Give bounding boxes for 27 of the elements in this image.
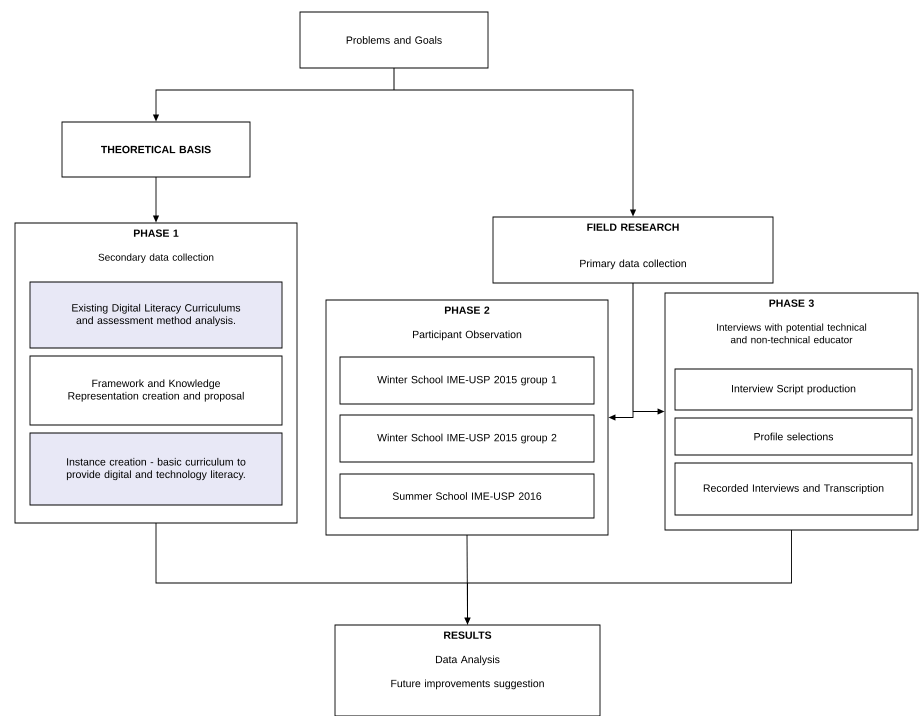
box-subtitle: Interviews with potential technical and non-technical educator	[717, 323, 866, 344]
box-subtitle: Secondary data collection	[98, 253, 214, 263]
box-heading: PHASE 2	[444, 306, 490, 314]
box-heading: PHASE 1	[134, 229, 178, 237]
process-box: Recorded Interviews and Transcription	[674, 462, 912, 516]
process-box: Problems and Goals	[300, 12, 488, 68]
box-heading: PHASE 3	[769, 299, 814, 307]
box-subtitle: Primary data collection	[580, 259, 686, 270]
process-box: Summer School IME-USP 2016	[340, 474, 594, 518]
box-subtitle: Participant Observation	[413, 330, 522, 340]
box-heading: FIELD RESEARCH	[587, 223, 679, 231]
phase-box	[14, 222, 298, 524]
process-box: Framework and Knowledge Representation creation and proposal	[30, 356, 282, 426]
box-subtitle: Data Analysis	[436, 655, 500, 666]
box-heading: RESULTS	[444, 631, 492, 639]
process-box: THEORETICAL BASIS	[62, 122, 250, 178]
process-box: Profile selections	[674, 418, 912, 456]
phase-box	[664, 292, 918, 530]
phase-box	[326, 300, 608, 536]
box-subtitle: Future improvements suggestion	[391, 679, 544, 690]
process-box	[492, 216, 774, 284]
process-box: Existing Digital Literacy Curriculums and assessment method analysis.	[30, 282, 282, 348]
process-box: Instance creation - basic curriculum to provide digital and technology literacy.	[30, 432, 282, 506]
process-box: Winter School IME-USP 2015 group 2	[340, 414, 594, 462]
process-box	[334, 624, 600, 716]
process-box: Interview Script production	[674, 368, 912, 410]
process-box: Winter School IME-USP 2015 group 1	[340, 356, 594, 404]
